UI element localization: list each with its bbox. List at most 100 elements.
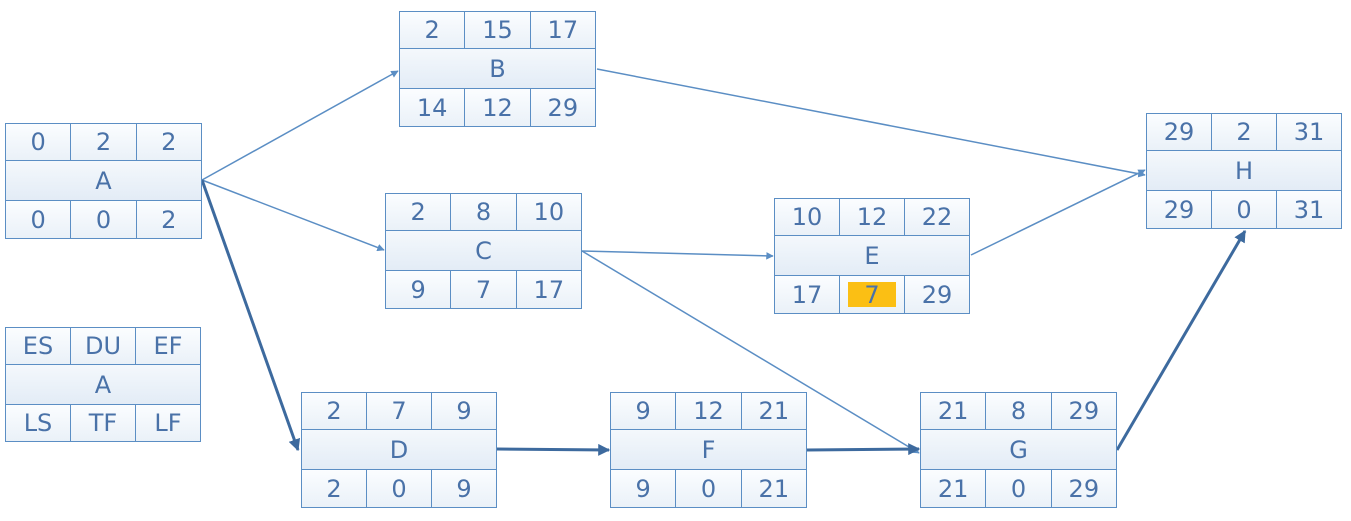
node-d-du: 7	[366, 393, 431, 429]
node-h-name: H	[1234, 156, 1254, 185]
node-a-tf: 0	[70, 201, 135, 238]
node-a-name: A	[95, 166, 112, 195]
edge-a-d	[200, 179, 301, 452]
node-h-name-row: H	[1147, 151, 1341, 191]
node-c-tf: 7	[450, 271, 515, 308]
node-g-name: G	[1009, 435, 1028, 464]
legend-name: A	[94, 370, 112, 399]
node-e-tf-value: 7	[864, 280, 880, 309]
legend-node: ES DU EF A LS TF LF	[5, 327, 201, 442]
node-d-tf: 0	[366, 470, 431, 507]
node-b-name: B	[489, 54, 506, 83]
node-c-name: C	[475, 236, 492, 265]
node-f-du: 12	[675, 393, 740, 429]
node-c-es: 2	[410, 198, 426, 226]
edge-a-c	[201, 179, 385, 252]
node-d-es: 2	[326, 397, 342, 425]
node-h-ef: 31	[1276, 114, 1341, 150]
edge-c-g	[581, 250, 920, 454]
legend-bottom-row: LS TF LF	[6, 405, 200, 441]
edge-e-h	[970, 169, 1146, 256]
node-g-ef: 29	[1050, 393, 1116, 429]
node-b-lf: 29	[529, 89, 595, 126]
node-a-lf: 2	[135, 201, 201, 238]
node-a-du: 2	[70, 124, 135, 160]
node-c-du: 8	[450, 194, 515, 230]
legend-ef: EF	[135, 328, 200, 364]
node-b-ls: 14	[416, 93, 448, 122]
edge-c-e	[581, 250, 774, 260]
node-e-es: 10	[791, 203, 823, 231]
node-f-ls: 9	[635, 474, 651, 503]
node-c-name-row: C	[386, 231, 581, 271]
node-g-name-row: G	[921, 430, 1116, 470]
node-b-es: 2	[424, 16, 440, 44]
node-f-ef: 21	[740, 393, 806, 429]
node-h-es: 29	[1163, 118, 1195, 146]
node-b-tf: 12	[464, 89, 529, 126]
node-e-lf: 29	[904, 276, 969, 313]
node-e-ef: 22	[904, 199, 969, 235]
node-d-ef: 9	[431, 393, 496, 429]
node-f-name: F	[701, 435, 716, 464]
node-g-ls: 21	[937, 474, 969, 503]
node-e-tf: 7	[839, 276, 904, 313]
node-h-du: 2	[1211, 114, 1276, 150]
node-f-lf: 21	[740, 470, 806, 507]
node-g-lf: 29	[1050, 470, 1116, 507]
edge-a-b	[201, 70, 399, 181]
node-e-bottom-row: 17 7 29	[775, 276, 969, 313]
legend-du: DU	[70, 328, 135, 364]
legend-lf: LF	[135, 405, 200, 441]
node-f-name-row: F	[611, 430, 806, 470]
edge-f-g	[806, 443, 921, 456]
node-a-ef: 2	[135, 124, 201, 160]
node-f-es: 9	[635, 397, 651, 425]
node-b-du: 15	[464, 12, 529, 48]
node-a-name-row: A	[6, 161, 201, 201]
node-a-es: 0	[30, 128, 46, 156]
node-g-tf: 0	[985, 470, 1050, 507]
node-b-ef: 17	[529, 12, 595, 48]
legend-top-row: ES DU EF	[6, 328, 200, 365]
node-e-name-row: E	[775, 236, 969, 276]
node-a-ls: 0	[30, 205, 46, 234]
node-c-lf: 17	[515, 271, 581, 308]
edge-b-h	[596, 68, 1146, 178]
node-c-ls: 9	[410, 275, 426, 304]
node-h-lf: 31	[1276, 191, 1341, 228]
node-f-tf: 0	[675, 470, 740, 507]
edge-d-f	[496, 443, 611, 456]
node-d-ls: 2	[326, 474, 342, 503]
legend-name-row: A	[6, 365, 200, 405]
node-e-ls: 17	[791, 280, 823, 309]
legend-tf: TF	[70, 405, 135, 441]
node-d-lf: 9	[431, 470, 496, 507]
node-e-name: E	[864, 241, 880, 270]
node-h-ls: 29	[1163, 195, 1195, 224]
node-g-es: 21	[937, 397, 969, 425]
node-d-name: D	[389, 435, 409, 464]
legend-es: ES	[22, 332, 54, 360]
node-c-ef: 10	[515, 194, 581, 230]
